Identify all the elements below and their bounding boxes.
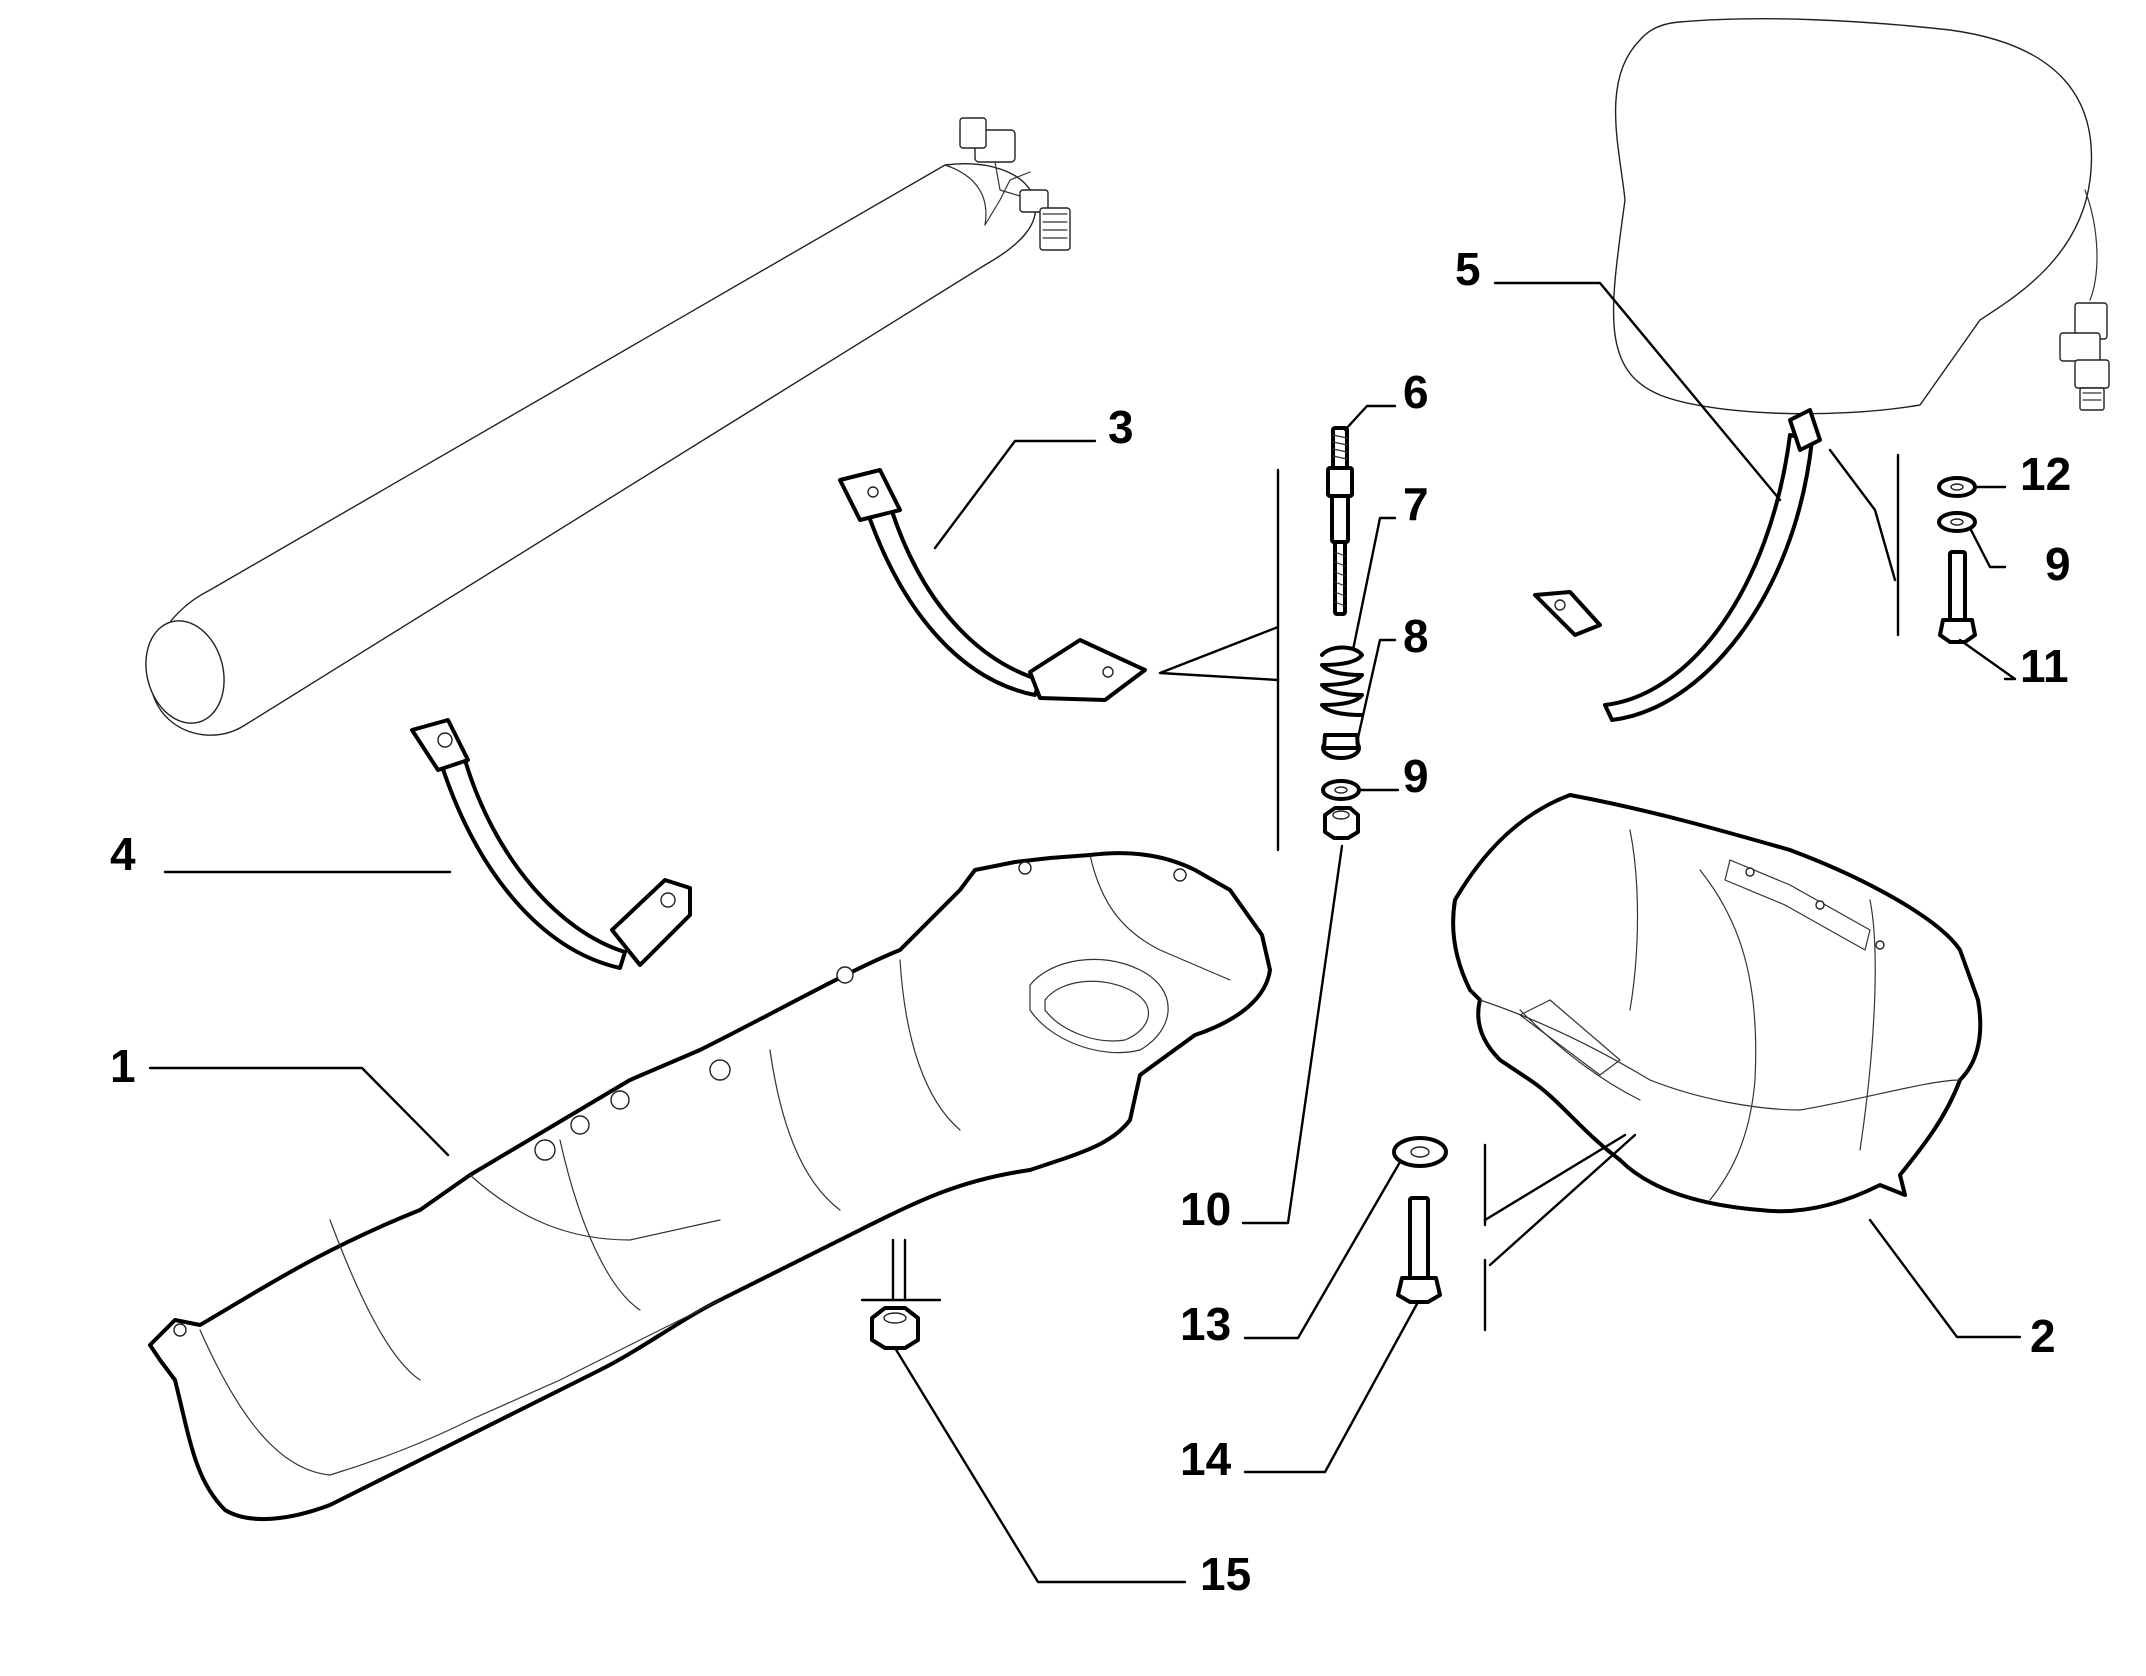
callout-8: 8	[1403, 610, 1429, 662]
mounting-strap-4	[410, 718, 692, 970]
callout-7: 7	[1403, 478, 1429, 530]
callout-labels: 1 2 3 4 5 6 7 8 9 9 10 11 12 13 14 15	[110, 243, 2071, 1600]
nut-10	[1323, 806, 1360, 840]
callout-2: 2	[2030, 1310, 2056, 1362]
leader-lines	[148, 281, 2022, 1584]
callout-10: 10	[1180, 1183, 1231, 1235]
callout-15: 15	[1200, 1548, 1251, 1600]
heat-shield-1	[148, 851, 1272, 1521]
washer-9-center	[1321, 779, 1361, 801]
callout-6: 6	[1403, 366, 1429, 418]
mounting-strap-5	[1533, 408, 1822, 722]
callout-14: 14	[1180, 1433, 1232, 1485]
callout-3: 3	[1108, 401, 1134, 453]
nut-15	[870, 1306, 920, 1350]
washer-12	[1937, 476, 1977, 498]
callout-5: 5	[1455, 243, 1481, 295]
stud-bolt-6	[1326, 426, 1354, 616]
bolt-11	[1938, 550, 1977, 644]
callout-9-center: 9	[1403, 750, 1429, 802]
callout-11: 11	[2020, 640, 2069, 692]
bolt-14	[1396, 1196, 1442, 1304]
washer-9-right	[1937, 511, 1977, 533]
callout-13: 13	[1180, 1298, 1231, 1350]
callout-1: 1	[110, 1040, 136, 1092]
heat-shield-2	[1451, 793, 1983, 1214]
gas-cylinder-left	[145, 117, 1071, 736]
callout-4: 4	[110, 828, 136, 880]
callout-12: 12	[2020, 448, 2071, 500]
washer-13	[1392, 1136, 1448, 1168]
mounting-strap-3	[838, 468, 1147, 702]
bushing-8	[1321, 733, 1361, 760]
gas-cylinder-right	[1612, 18, 2110, 415]
spring-7	[1320, 645, 1364, 717]
callout-9-right: 9	[2045, 538, 2071, 590]
